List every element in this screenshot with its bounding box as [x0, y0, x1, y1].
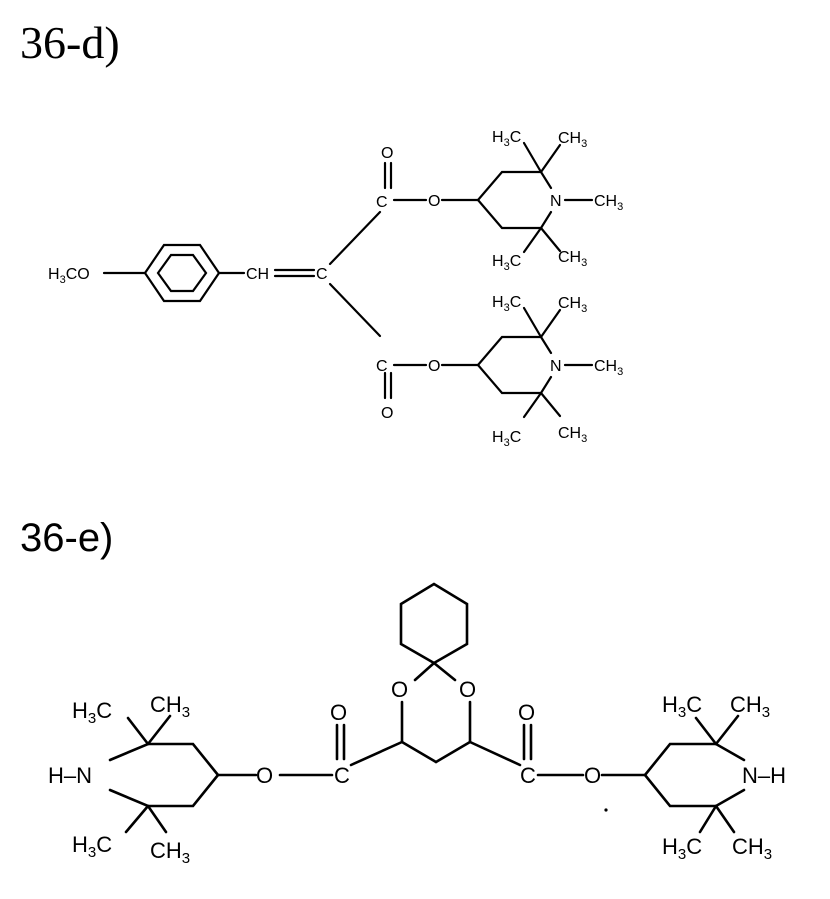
lower-n-methyl: CH3 — [594, 358, 623, 378]
upper-me4-bond — [541, 228, 560, 251]
benzene-ring — [145, 245, 219, 301]
spiro-o2-bond — [434, 663, 455, 680]
lower-ch3-bottom: CH3 — [558, 425, 587, 445]
left-me4-bond — [148, 806, 166, 832]
bond-dioxane-left-c — [351, 742, 402, 765]
left-me3-bond — [126, 806, 148, 832]
bond-c-lower-ester — [330, 284, 380, 336]
lower-me1-bond — [524, 308, 541, 337]
structure-36e: O O C O O H–N H3C CH3 H3C CH3 C O O — [48, 584, 786, 867]
dioxane-bond-br — [436, 742, 470, 762]
stray-dot — [604, 808, 607, 811]
upper-ring-n: N — [550, 193, 562, 210]
upper-me3-bond — [524, 228, 541, 252]
lower-h3c-bottom: H3C — [492, 429, 521, 449]
right-ester-o: O — [584, 763, 601, 788]
left-ester-o: O — [256, 763, 273, 788]
upper-ch3-top: CH3 — [558, 130, 587, 150]
upper-piperidine-bottom — [478, 200, 551, 228]
vinyl-ch-label: CH — [246, 266, 269, 283]
cyclohexane-ring — [401, 584, 467, 663]
right-ester-c: C — [520, 763, 536, 788]
left-ch3-bottom: CH3 — [150, 838, 190, 867]
right-ch3-bottom: CH3 — [732, 834, 772, 863]
upper-me1-bond — [524, 143, 541, 172]
right-carbonyl-o: O — [518, 700, 535, 725]
upper-h3c-top: H3C — [492, 129, 521, 149]
upper-ester-c: C — [376, 194, 388, 211]
left-me2-bond — [148, 716, 170, 744]
right-h3c-bottom: H3C — [662, 834, 702, 863]
dioxane-bond-bl — [402, 742, 436, 762]
left-ester-c: C — [334, 763, 350, 788]
upper-n-methyl: CH3 — [594, 193, 623, 213]
right-me1-bond — [696, 718, 716, 744]
methoxy-label: H3CO — [48, 266, 90, 286]
lower-h3c-top: H3C — [492, 294, 521, 314]
left-me1-bond — [128, 718, 148, 744]
lower-me3-bond — [524, 393, 541, 417]
lower-ester-o: O — [428, 358, 440, 375]
right-me2-bond — [716, 716, 738, 744]
structure-36d: H3CO CH C C O O N CH3 H3C CH3 — [48, 129, 623, 449]
upper-h3c-bottom: H3C — [492, 253, 521, 273]
left-piperidine-top — [110, 744, 218, 775]
lower-me4-bond — [541, 393, 560, 416]
bond-dioxane-right-c — [470, 742, 520, 765]
right-piperidine-top — [645, 744, 744, 775]
right-ch3-top: CH3 — [730, 692, 770, 721]
right-nh-label: N–H — [742, 763, 786, 788]
left-ch3-top: CH3 — [150, 692, 190, 721]
upper-piperidine-top — [478, 172, 551, 200]
bond-c-upper-ester — [330, 212, 380, 264]
upper-carbonyl-o: O — [381, 145, 393, 162]
right-piperidine-bottom — [645, 775, 744, 806]
lower-piperidine-top — [478, 337, 551, 365]
upper-ester-o: O — [428, 193, 440, 210]
upper-me2-bond — [541, 145, 560, 172]
lower-carbonyl-o: O — [381, 405, 393, 422]
spiro-o1-bond — [415, 663, 434, 680]
left-nh-label: H–N — [48, 763, 92, 788]
right-me3-bond — [700, 806, 716, 832]
left-h3c-bottom: H3C — [72, 832, 112, 861]
benzene-inner-ring — [158, 255, 206, 291]
upper-ch3-bottom: CH3 — [558, 249, 587, 269]
dioxane-o-right: O — [459, 677, 476, 702]
left-piperidine-bottom — [110, 775, 218, 806]
vinyl-c-label: C — [316, 266, 328, 283]
lower-piperidine-bottom — [478, 365, 551, 393]
lower-me2-bond — [541, 310, 560, 337]
lower-ch3-top: CH3 — [558, 295, 587, 315]
right-h3c-top: H3C — [662, 692, 702, 721]
lower-ring-n: N — [550, 358, 562, 375]
left-carbonyl-o: O — [330, 700, 347, 725]
right-me4-bond — [716, 806, 734, 832]
left-h3c-top: H3C — [72, 698, 112, 727]
dioxane-o-left: O — [391, 677, 408, 702]
